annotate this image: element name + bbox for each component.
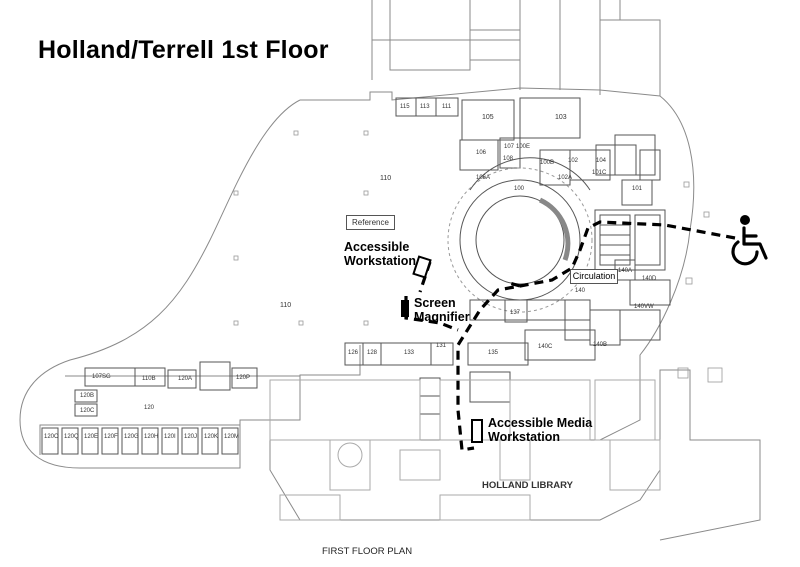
room-label: 120I (164, 434, 176, 440)
room-label: 140C (538, 344, 553, 350)
first-floor-plan-label: FIRST FLOOR PLAN (322, 546, 413, 557)
room-label: 120E (84, 434, 99, 440)
room-label: 120B (80, 393, 95, 399)
screen-magnifier-line1: Screen (414, 296, 456, 310)
accessible-media-workstation-marker (471, 419, 483, 443)
room-label: 120K (204, 434, 219, 440)
room-label: 106A (476, 175, 491, 181)
room-label: 108 (503, 156, 514, 162)
room-label: 120H (144, 434, 159, 440)
room-label: 107 (504, 144, 515, 150)
room-label: 137 (510, 310, 521, 316)
room-label: 120G (124, 434, 139, 440)
circulation-label: Circulation (570, 269, 618, 284)
room-label: 107SG (92, 374, 111, 380)
room-label: 120F (104, 434, 118, 440)
room-label: 115 (400, 104, 410, 110)
room-label: 100E (516, 144, 531, 150)
rotunda (447, 157, 593, 323)
room-label: 135 (488, 350, 499, 356)
elevator-block (564, 209, 671, 346)
room-label: 110 (380, 175, 392, 182)
room-label: 102 (568, 158, 579, 164)
room-label: 120P (236, 375, 251, 381)
room-label: 131 (436, 343, 447, 349)
room-label: 128 (367, 350, 378, 356)
room-label: 100 (514, 186, 525, 192)
room-label: 140 (575, 288, 586, 294)
room-label: 110B (142, 376, 156, 382)
room-label: 120C (80, 408, 95, 414)
screen-magnifier-marker (401, 300, 409, 317)
room-label: 126 (348, 350, 359, 356)
column-markers (233, 130, 723, 383)
room-label: 113 (420, 104, 430, 110)
reference-label: Reference (346, 215, 395, 230)
room-label: 140D (642, 276, 657, 282)
accessible-workstation-callout: Accessible Workstation (344, 240, 416, 268)
page-title: Holland/Terrell 1st Floor (38, 36, 329, 64)
room-label: 100B (540, 160, 555, 166)
room-label: 105 (482, 114, 494, 121)
room-label: 110 (280, 302, 292, 309)
room-label: 120 (144, 405, 155, 411)
room-label: 120M (224, 434, 240, 440)
screen-magnifier-line2: Magnifier (414, 310, 470, 324)
room-label: 106 (476, 150, 487, 156)
room-label: 120A (178, 376, 193, 382)
holland-library-label: HOLLAND LIBRARY (482, 480, 573, 491)
lower-left-rooms (41, 361, 258, 455)
room-label: 120Q (64, 434, 79, 440)
room-label: 140A (618, 268, 633, 274)
screen-magnifier-callout: Screen Magnifier (414, 296, 470, 324)
library-area (269, 379, 661, 521)
room-label: 104 (596, 158, 607, 164)
room-label: 120O (44, 434, 59, 440)
upper-rooms (395, 97, 661, 206)
room-label: 101C (592, 170, 607, 176)
room-label: 103 (555, 114, 567, 121)
wheelchair-icon (731, 215, 768, 266)
room-label: 111 (442, 104, 452, 110)
accessible-media-workstation-line1: Accessible Media (488, 416, 593, 430)
room-label: 140VW (634, 304, 654, 310)
room-label: 102A (558, 175, 573, 181)
accessible-workstation-line2: Workstation (344, 254, 416, 268)
room-label: 140B (593, 342, 608, 348)
room-label: 101 (632, 186, 643, 192)
accessible-media-workstation-callout: Accessible Media Workstation (488, 416, 592, 444)
accessible-media-workstation-line2: Workstation (488, 430, 560, 444)
accessible-workstation-marker (412, 255, 432, 279)
accessible-workstation-line1: Accessible (344, 240, 410, 254)
room-label: 133 (404, 350, 415, 356)
middle-rooms (344, 329, 596, 415)
room-label: 120J (184, 434, 198, 440)
